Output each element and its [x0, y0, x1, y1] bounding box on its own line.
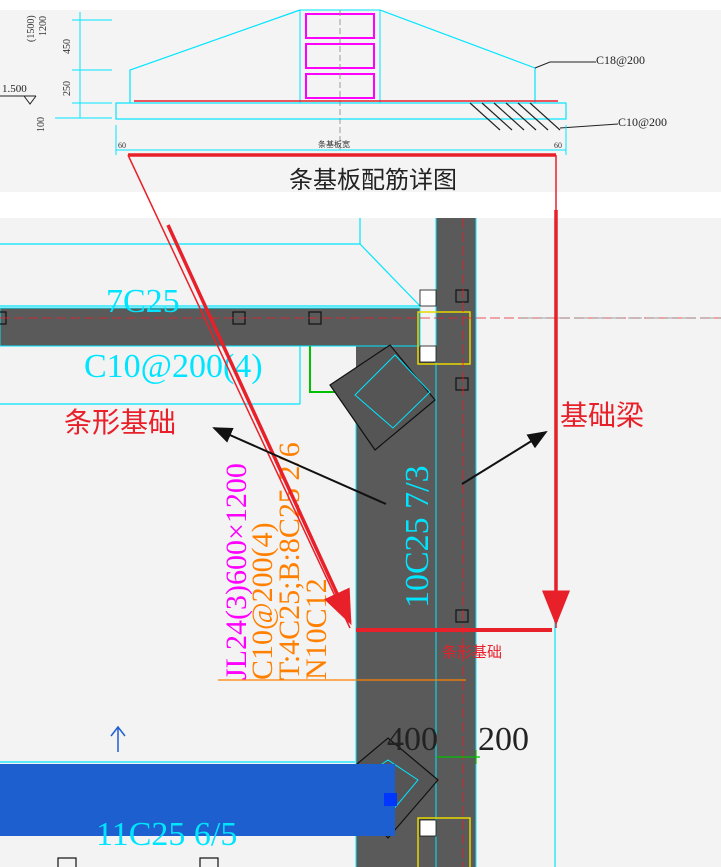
- blue-node: [384, 793, 397, 806]
- edge-mark-left: 60: [118, 141, 126, 150]
- jl-name-label: JL24(3)600×1200: [220, 463, 253, 680]
- elevation-label: 1.500: [2, 83, 27, 95]
- section-detail: (1500) 1200 450 250 100 1.500: [0, 9, 721, 194]
- axis-lines: [0, 218, 721, 867]
- slab-hatch: [469, 102, 561, 131]
- annotation-strip-foundation: 条形基础: [64, 406, 176, 439]
- edge-mark-right: 60: [554, 141, 562, 150]
- dim-label-1500: (1500): [26, 15, 37, 42]
- jl-side-label: N10C12: [300, 578, 333, 680]
- annotation-strip-foundation-small: 条形基础: [442, 643, 502, 661]
- bar-bottom-label: C10@200: [618, 115, 667, 129]
- jl-stirrup-label: C10@200(4): [246, 522, 279, 680]
- yellow-markers: [417, 311, 471, 867]
- vertical-beam-rebar-label: 10C25 7/3: [399, 465, 436, 608]
- dim-400-label: 400: [387, 721, 438, 758]
- top-margin: [0, 0, 721, 10]
- thin-red-guide-left: [127, 154, 351, 629]
- dimension-200: [436, 750, 480, 764]
- dim-label-450: 450: [62, 39, 73, 54]
- black-arrow-strip: [212, 427, 387, 505]
- image-separator: [0, 192, 721, 218]
- column-stem: [299, 9, 381, 150]
- dim-200-label: 200: [478, 721, 529, 758]
- dim-label-250: 250: [62, 81, 73, 96]
- slab-width-label: 条基板宽: [318, 139, 350, 149]
- up-arrow-icon: [110, 725, 126, 752]
- left-dimension-chain: [55, 12, 112, 119]
- blue-beam: [0, 764, 395, 836]
- white-markers: [419, 289, 437, 837]
- elevation-symbol: [0, 95, 37, 105]
- width-dimension: [115, 125, 567, 155]
- top-beam-stirrup-label: C10@200(4): [84, 348, 263, 385]
- detail-title: 条基板配筋详图: [289, 166, 457, 194]
- bottom-beam-rebar-label: 11C25 6/5: [96, 816, 237, 853]
- bar-top-label: C18@200: [596, 53, 645, 67]
- red-arrow-strip: [166, 224, 352, 626]
- top-beam-rebar-label: 7C25: [106, 283, 180, 320]
- jl-top-bottom-label: T:4C25;B:8C25 2/6: [273, 442, 306, 680]
- foundation-plan: 7C25 C10@200(4) 10C25 7/3 11C25 6/5 JL24…: [0, 154, 721, 867]
- dim-label-1200: 1200: [38, 16, 49, 36]
- pile-cap-upper: [329, 344, 436, 451]
- rebar-leaders: [534, 61, 619, 129]
- black-arrow-beam: [461, 430, 548, 485]
- dim-label-100: 100: [36, 117, 47, 132]
- annotation-foundation-beam: 基础梁: [560, 399, 644, 432]
